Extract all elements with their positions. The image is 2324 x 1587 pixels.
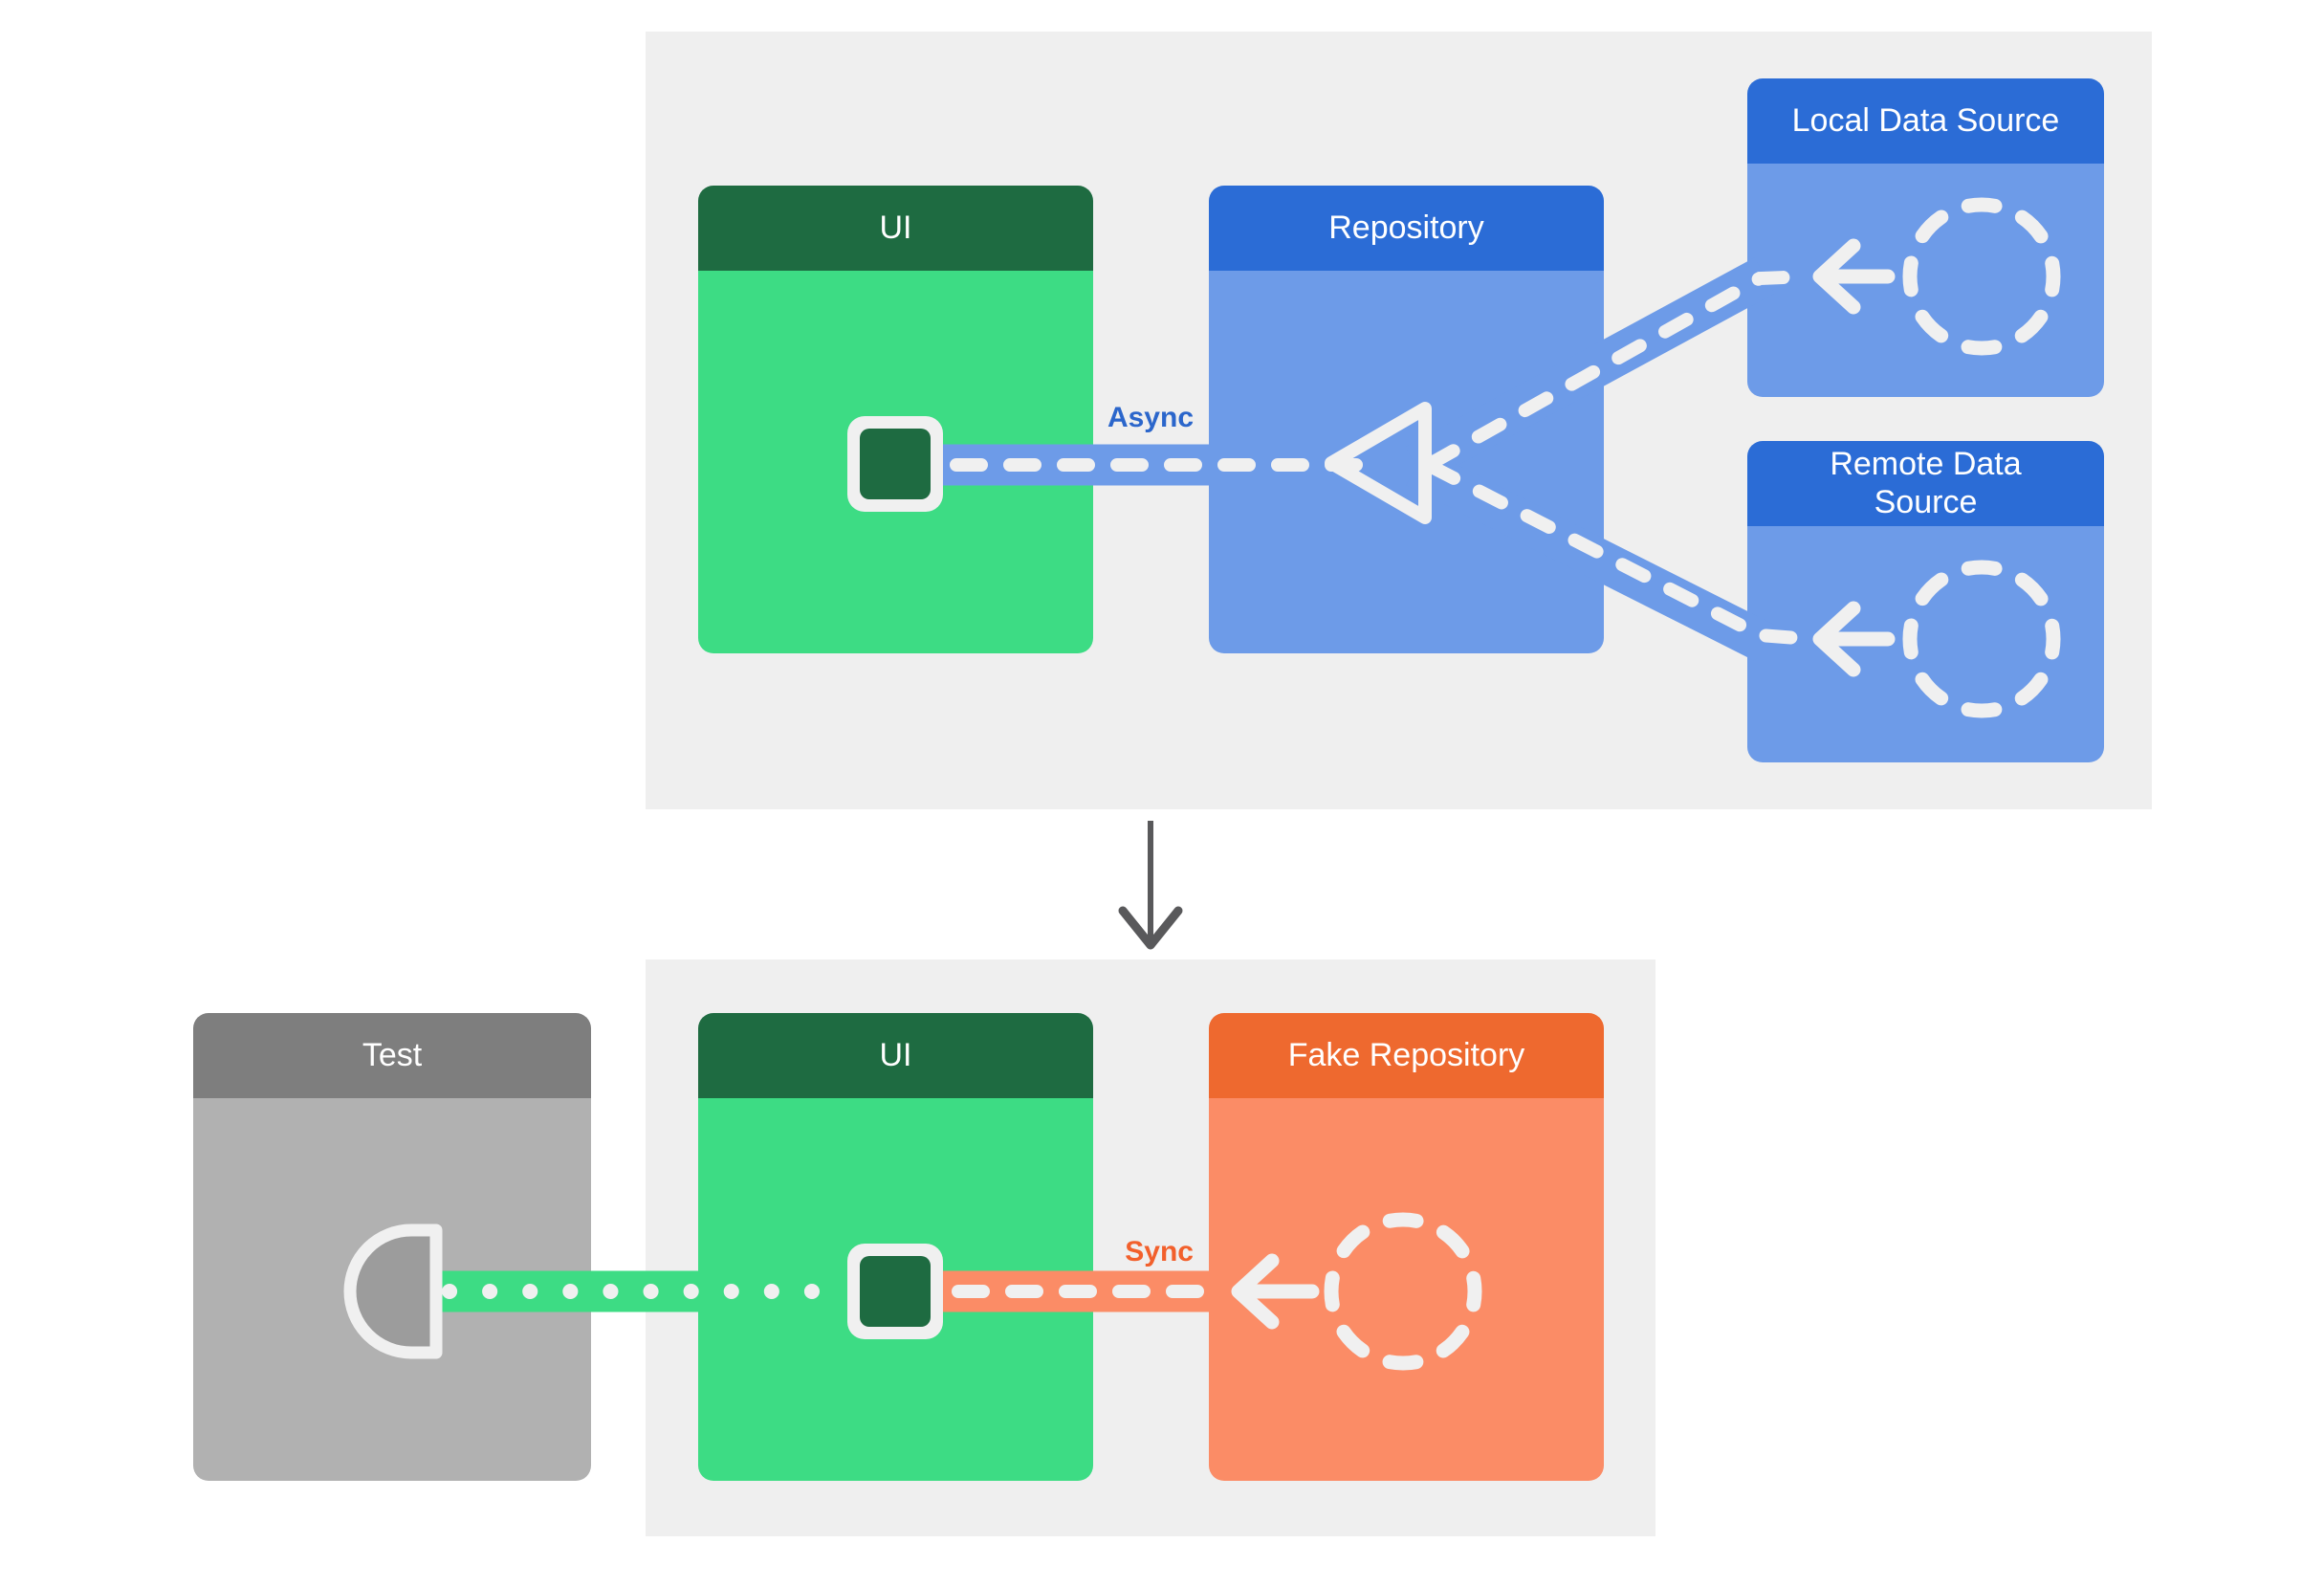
card-body <box>698 1098 1093 1481</box>
card-body <box>698 271 1093 653</box>
card-header: Fake Repository <box>1209 1013 1604 1098</box>
card-title: UI <box>879 209 912 246</box>
card-header: Remote Data Source <box>1747 441 2104 526</box>
card-title: Test <box>362 1036 423 1073</box>
card-body <box>1747 526 2104 762</box>
card-repository: Repository <box>1209 186 1604 653</box>
card-title: Remote Data Source <box>1830 446 2022 520</box>
async-flow-label: Async <box>1107 402 1194 433</box>
card-title: UI <box>879 1036 912 1073</box>
card-header: UI <box>698 1013 1093 1098</box>
card-title: Local Data Source <box>1791 101 2060 139</box>
card-header: Test <box>193 1013 591 1098</box>
card-header: Repository <box>1209 186 1604 271</box>
card-remote-data-source: Remote Data Source <box>1747 441 2104 762</box>
card-test: Test <box>193 1013 591 1481</box>
card-body <box>1209 271 1604 653</box>
card-local-data-source: Local Data Source <box>1747 78 2104 397</box>
card-body <box>1747 164 2104 397</box>
card-header: Local Data Source <box>1747 78 2104 164</box>
arrow-down-icon <box>1118 821 1183 950</box>
card-title: Fake Repository <box>1287 1036 1525 1073</box>
card-body <box>1209 1098 1604 1481</box>
sync-flow-label: Sync <box>1125 1236 1194 1267</box>
card-body <box>193 1098 591 1481</box>
card-header: UI <box>698 186 1093 271</box>
card-fake-repository: Fake Repository <box>1209 1013 1604 1481</box>
card-title: Repository <box>1328 209 1484 246</box>
